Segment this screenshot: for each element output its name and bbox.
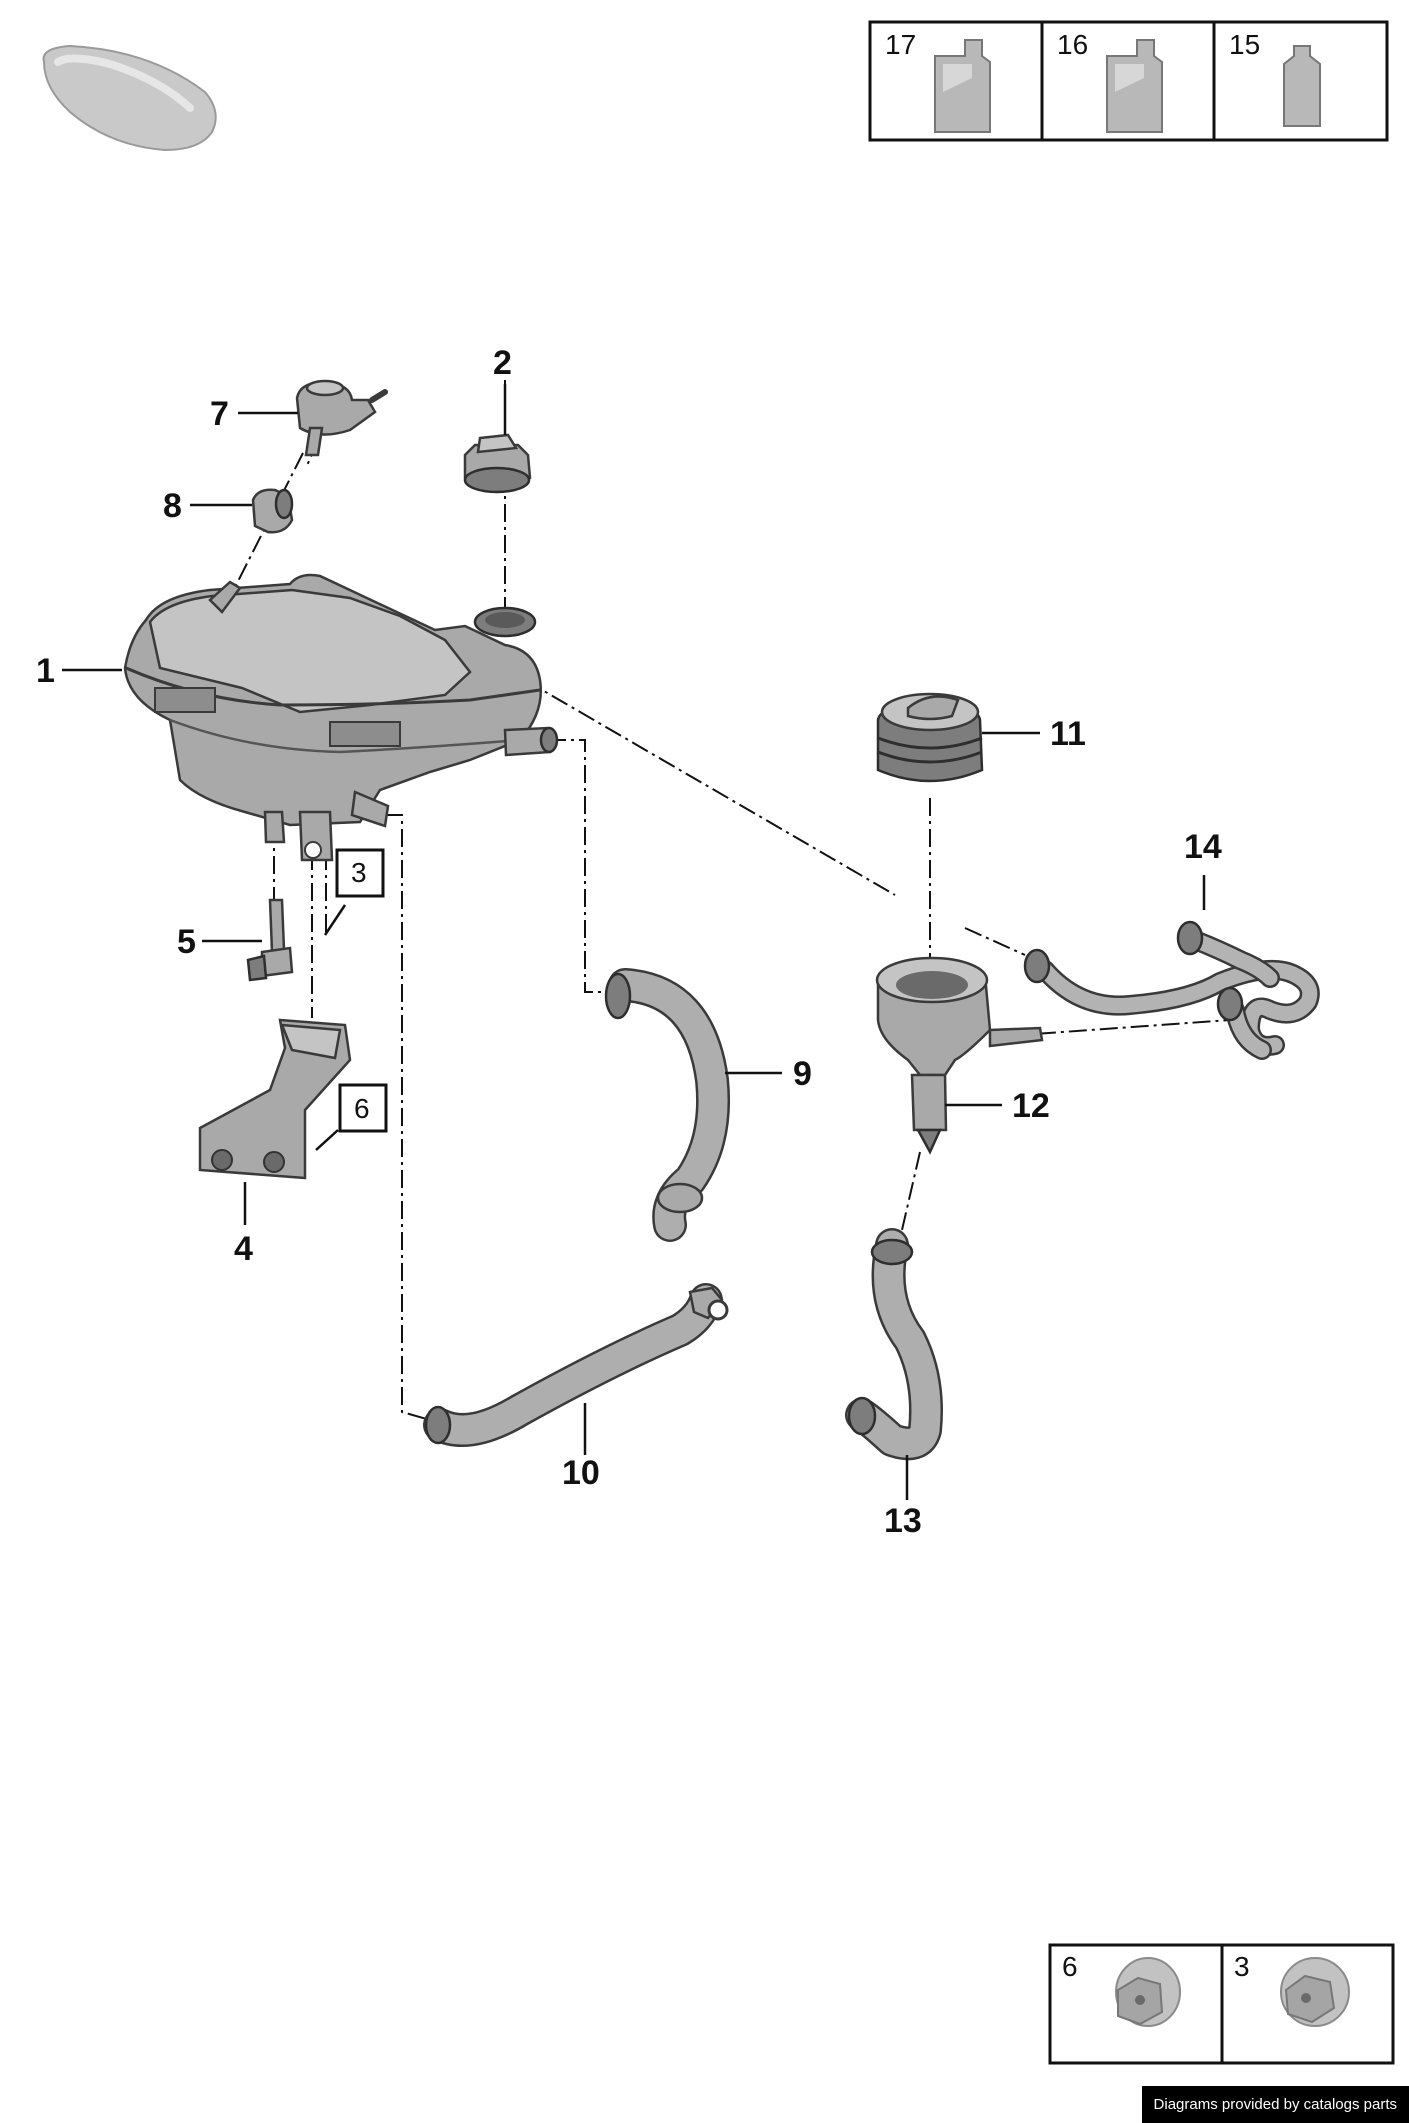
hose-connector: [251, 488, 294, 534]
filler-cap: [876, 692, 984, 783]
fasteners-table: 6 3: [1048, 1943, 1395, 2065]
flange-nut-icon: [1115, 1957, 1181, 2027]
callout-7: 7: [210, 395, 229, 433]
callout-10: 10: [562, 1454, 600, 1492]
callout-14: 14: [1184, 828, 1222, 866]
callout-numbers: 1 2 7 8 5 4 9 10 11 12 13 14: [36, 344, 1222, 1540]
callout-2: 2: [493, 344, 512, 382]
callout-9: 9: [793, 1055, 812, 1093]
fastener-cell-label-b: 3: [1234, 1951, 1250, 1982]
assembly-lines: [229, 380, 1231, 1421]
callout-13: 13: [884, 1502, 922, 1540]
leader-lines: [62, 384, 1206, 1500]
diagram-credit-footer: Diagrams provided by catalogs parts: [1141, 2086, 1409, 2123]
tank-bracket: [198, 1018, 352, 1180]
vent-hose-assembly: [1023, 920, 1320, 1060]
ref-box-3: 3: [335, 848, 385, 898]
flange-nut-icon-2: [1280, 1957, 1350, 2027]
callout-8: 8: [163, 487, 182, 525]
fluids-table: 17 16 15: [868, 20, 1389, 142]
coolant-hose-9: [604, 968, 731, 1242]
fastener-cell-label-a: 6: [1062, 1951, 1078, 1982]
callout-11: 11: [1050, 715, 1086, 753]
callout-5: 5: [177, 923, 196, 961]
pressure-valve: [295, 379, 388, 457]
fluid-cell-label-c: 15: [1229, 29, 1260, 60]
coolant-hose-13: [845, 1228, 943, 1461]
vehicle-silhouette-icon: [42, 44, 217, 152]
large-jerrycan-icon: [934, 39, 991, 133]
fluid-cell-label-b: 16: [1057, 29, 1088, 60]
coolant-expansion-tank: [123, 573, 559, 862]
ref-box-6-label: 6: [354, 1093, 370, 1124]
callout-12: 12: [1012, 1087, 1050, 1125]
coolant-hose-10: [423, 1283, 729, 1447]
small-bottle-icon: [1283, 45, 1321, 127]
level-sensor: [246, 898, 294, 982]
callout-1: 1: [36, 652, 55, 690]
fluid-cell-label-a: 17: [885, 29, 916, 60]
filler-neck-housing: [875, 956, 1044, 1155]
callout-4: 4: [234, 1230, 253, 1268]
large-jerrycan-icon-2: [1106, 39, 1163, 133]
tank-cap: [463, 433, 532, 494]
ref-box-3-label: 3: [351, 857, 367, 888]
ref-box-6: 6: [338, 1083, 388, 1133]
